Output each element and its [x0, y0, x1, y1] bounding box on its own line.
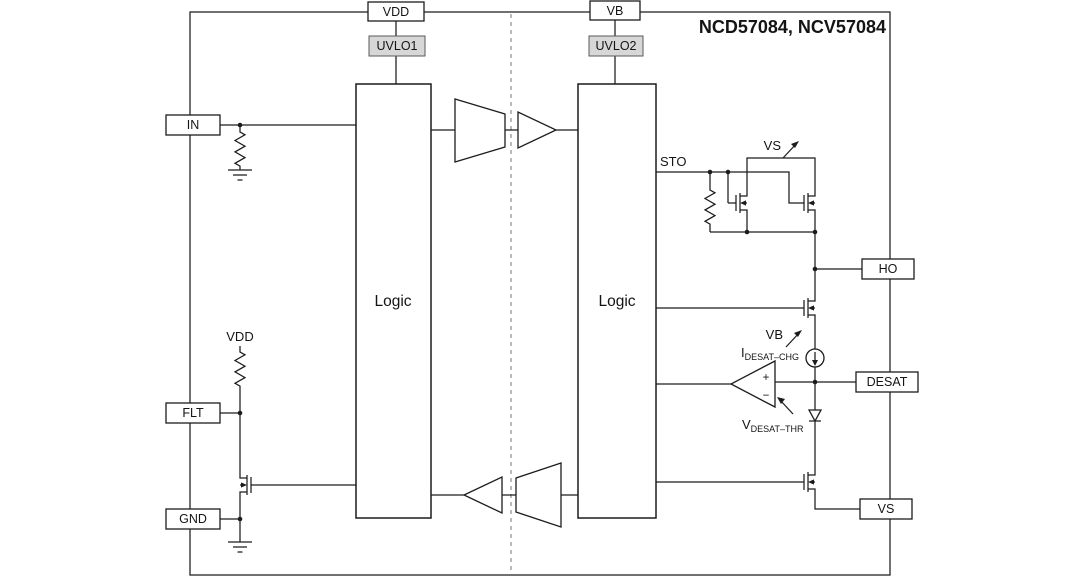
desat-comparator-icon: [729, 359, 776, 409]
mosfet-ho-icon: [795, 287, 816, 329]
logic-left-label: Logic: [374, 293, 411, 310]
vdd-rail-label: VDD: [226, 329, 253, 344]
pin-gnd: GND: [165, 508, 221, 530]
logic-block-left: Logic: [355, 83, 432, 519]
vs-rail-arrowhead-icon: [791, 141, 799, 148]
buffer-top-icon: [517, 110, 558, 150]
package-outline: [189, 11, 891, 576]
vdesat-main: V: [742, 417, 751, 432]
pin-vdd: VDD: [367, 1, 425, 22]
pin-vs-label: VS: [878, 502, 895, 516]
mosfet-flt-icon: [239, 464, 260, 506]
wire-vs-rail: [746, 157, 816, 183]
pin-flt: FLT: [165, 402, 221, 424]
sto-net-label: STO: [660, 154, 687, 169]
uvlo2-block: UVLO2: [588, 35, 644, 57]
buffer-bottom-icon: [462, 475, 503, 515]
wire-gnd: [220, 518, 241, 542]
idesat-main: I: [741, 345, 745, 360]
mosfet-vs-icon: [795, 461, 816, 503]
idesat-chg-label: IDESAT–CHG: [741, 345, 799, 362]
pin-in-label: IN: [187, 118, 200, 132]
vb-rail-arrowhead-icon: [794, 330, 802, 337]
logic-block-right: Logic: [577, 83, 657, 519]
pin-ho-label: HO: [879, 262, 898, 276]
wire-flt: [220, 412, 356, 519]
mosfet-sto-icon: [727, 182, 748, 224]
uvlo2-label: UVLO2: [596, 39, 637, 53]
resistor-vdd-pullup-icon: [233, 346, 247, 413]
pin-ho: HO: [861, 258, 915, 280]
wire-vs-out: [814, 502, 860, 510]
vdesat-thr-label: VDESAT–THR: [742, 417, 804, 434]
comparator-minus-label: −: [763, 390, 770, 402]
pin-vs: VS: [859, 498, 913, 520]
idesat-sub: DESAT–CHG: [745, 352, 799, 362]
pin-flt-label: FLT: [182, 406, 204, 420]
pin-in: IN: [165, 114, 221, 136]
resistor-sto-icon: [703, 172, 717, 232]
wires: [220, 20, 862, 542]
diode-icon: [807, 409, 823, 423]
pin-desat: DESAT: [855, 371, 919, 393]
logic-right-label: Logic: [598, 293, 635, 310]
vdesat-sub: DESAT–THR: [751, 424, 804, 434]
wire-sto: [656, 171, 796, 204]
resistor-in-icon: [233, 125, 247, 170]
comparator-plus-label: +: [763, 372, 770, 384]
pin-desat-label: DESAT: [867, 375, 908, 389]
mosfet-output-top-icon: [795, 182, 816, 224]
current-source-arrowhead-icon: [812, 360, 818, 366]
diagram-title: NCD57084, NCV57084: [699, 17, 886, 37]
ground-icon: [227, 541, 253, 553]
uvlo1-block: UVLO1: [368, 35, 426, 57]
ground-icon: [227, 169, 253, 181]
pin-vdd-label: VDD: [383, 5, 409, 19]
vb-rail-label: VB: [766, 327, 783, 342]
wire-ho: [814, 268, 862, 288]
pin-vb: VB: [589, 0, 641, 21]
vs-rail-label: VS: [764, 138, 782, 153]
level-shifter-bottom-icon: [515, 462, 562, 528]
pin-gnd-label: GND: [179, 512, 207, 526]
pin-vb-label: VB: [607, 4, 624, 18]
wire-sto-stage: [710, 223, 816, 269]
vdesat-arrowhead-icon: [777, 397, 785, 404]
level-shifter-top-icon: [454, 98, 506, 163]
uvlo1-label: UVLO1: [377, 39, 418, 53]
junction-dots: [237, 122, 818, 522]
